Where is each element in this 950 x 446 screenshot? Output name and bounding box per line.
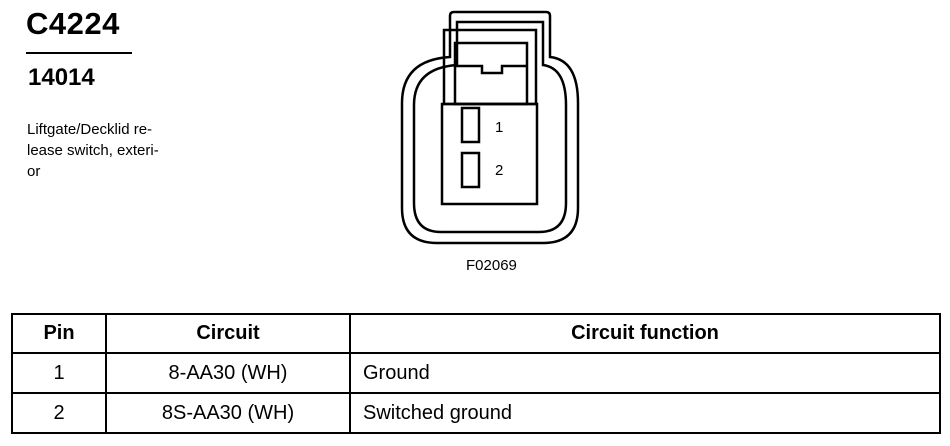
table-row: 1 8-AA30 (WH) Ground	[11, 352, 941, 394]
figure-id: F02069	[466, 257, 517, 274]
connector-inner-shell	[412, 20, 568, 234]
cell-circuit: 8-AA30 (WH)	[105, 352, 351, 394]
cell-function: Switched ground	[349, 392, 941, 434]
header-circuit-function: Circuit function	[349, 313, 941, 354]
cell-circuit: 8S-AA30 (WH)	[105, 392, 351, 434]
connector-outer-shell	[400, 10, 580, 245]
title-underline	[26, 52, 132, 54]
pin-table: Pin Circuit Circuit function 1 8-AA30 (W…	[11, 313, 941, 434]
description-line-2: lease switch, exteri-	[27, 142, 159, 159]
connector-face-diagram: 1 2	[400, 10, 580, 245]
pin-2-label: 2	[495, 162, 503, 179]
cell-function: Ground	[349, 352, 941, 394]
pin-1-label: 1	[495, 119, 503, 136]
table-row: 2 8S-AA30 (WH) Switched ground	[11, 392, 941, 434]
header-circuit: Circuit	[105, 313, 351, 354]
locking-tab-notch	[455, 64, 527, 75]
pin-2-cavity	[460, 151, 481, 189]
table-header-row: Pin Circuit Circuit function	[11, 313, 941, 354]
connector-description: Liftgate/Decklid re- lease switch, exter…	[27, 119, 202, 182]
pin-1-cavity	[460, 106, 481, 144]
terminal-cavity-block	[440, 102, 539, 206]
cell-pin: 1	[11, 352, 107, 394]
part-number: 14014	[28, 64, 95, 91]
connector-id: C4224	[26, 6, 120, 41]
header-pin: Pin	[11, 313, 107, 354]
description-line-3: or	[27, 163, 41, 180]
description-line-1: Liftgate/Decklid re-	[27, 121, 153, 138]
cell-pin: 2	[11, 392, 107, 434]
